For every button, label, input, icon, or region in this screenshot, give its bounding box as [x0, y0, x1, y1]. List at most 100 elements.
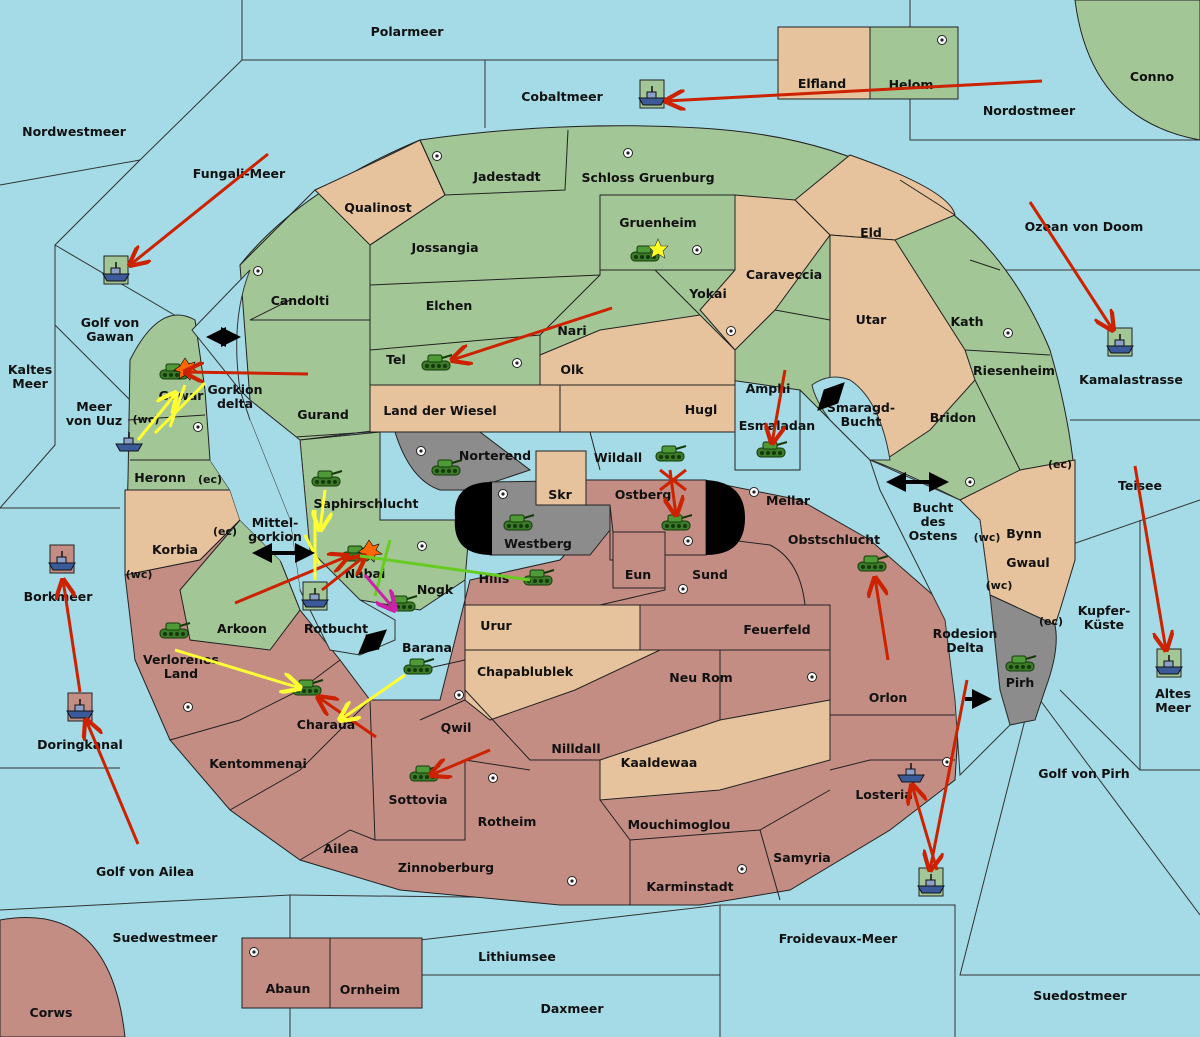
land-hugl[interactable]: [559, 384, 736, 433]
label-nordostmeer: Nordostmeer: [983, 103, 1076, 118]
label-borkmeer: Borkmeer: [24, 589, 94, 604]
label-kamalastrasse: Kamalastrasse: [1079, 372, 1183, 387]
land-labels: Elfland Helom Jadestadt Schloss Gruenbur…: [134, 76, 1055, 997]
land-caraveccia[interactable]: [699, 194, 831, 351]
label-feuerfeld: Feuerfeld: [743, 622, 810, 637]
label-karminstadt: Karminstadt: [646, 879, 733, 894]
label-obstschlucht: Obstschlucht: [788, 532, 880, 547]
coast-tag-bynn-wc: (wc): [974, 531, 1001, 544]
label-kaltes-2: Meer: [12, 376, 48, 391]
label-gurand: Gurand: [297, 407, 349, 422]
label-sottovia: Sottovia: [389, 792, 448, 807]
label-jadestadt: Jadestadt: [472, 169, 540, 184]
land-norterend[interactable]: [394, 431, 532, 491]
label-eld: Eld: [860, 225, 882, 240]
label-ornheim: Ornheim: [340, 982, 400, 997]
label-ailea: Ailea: [323, 841, 358, 856]
label-amphi: Amphi: [746, 381, 791, 396]
label-arkoon: Arkoon: [217, 621, 267, 636]
label-qwil: Qwil: [441, 720, 472, 735]
star-icon: [647, 238, 669, 259]
label-lithiumsee: Lithiumsee: [478, 949, 556, 964]
label-neu-rom: Neu Rom: [669, 670, 732, 685]
label-korbia: Korbia: [152, 542, 198, 557]
black-right-cap: [706, 480, 745, 555]
land-conno[interactable]: [1074, 0, 1200, 141]
label-rotheim: Rotheim: [478, 814, 537, 829]
label-wildall: Wildall: [594, 450, 642, 465]
label-mouchimoglou: Mouchimoglou: [628, 817, 731, 832]
label-polarmeer: Polarmeer: [371, 24, 445, 39]
label-cobaltmeer: Cobaltmeer: [521, 89, 603, 104]
label-eun: Eun: [625, 567, 651, 582]
label-rotbucht: Rotbucht: [304, 621, 368, 636]
label-norterend: Norterend: [459, 448, 531, 463]
label-sund: Sund: [692, 567, 728, 582]
land-elfland[interactable]: [777, 26, 871, 100]
label-jossangia: Jossangia: [410, 240, 478, 255]
land-eun[interactable]: [612, 531, 666, 589]
label-hugl: Hugl: [685, 402, 718, 417]
land-corws[interactable]: [0, 916, 126, 1037]
label-riesenheim: Riesenheim: [973, 363, 1055, 378]
failed-order-x: [659, 468, 687, 492]
label-nogk: Nogk: [417, 582, 454, 597]
label-heronn: Heronn: [134, 470, 186, 485]
land-chapablublek[interactable]: [464, 649, 661, 721]
label-daxmeer: Daxmeer: [540, 1001, 604, 1016]
label-suedwestmeer: Suedwestmeer: [113, 930, 219, 945]
label-bynn: Bynn: [1006, 526, 1041, 541]
label-elfland: Elfland: [798, 76, 846, 91]
label-ozean-doom: Ozean von Doom: [1025, 219, 1144, 234]
label-verlorenes-1: Verlorenes: [143, 652, 219, 667]
label-meer-uuz-2: von Uuz: [66, 413, 122, 428]
label-westberg: Westberg: [504, 536, 572, 551]
label-charaua: Charaua: [297, 717, 355, 732]
coast-tag-korbia-ec: (ec): [213, 525, 237, 538]
coast-tags: (wc) (ec) (ec) (wc) (ec) (wc) (wc) (ec): [126, 413, 1072, 628]
land-skr[interactable]: [535, 450, 587, 506]
coast-tag-bynn-ec: (ec): [1048, 458, 1072, 471]
label-olk: Olk: [560, 362, 584, 377]
label-kupfer-1: Kupfer-: [1078, 603, 1131, 618]
label-urur: Urur: [480, 618, 512, 633]
label-mellar: Mellar: [766, 493, 811, 508]
label-zinnoberburg: Zinnoberburg: [398, 860, 494, 875]
adjacency-arrows: [206, 327, 992, 709]
label-bucht-1: Bucht: [913, 500, 954, 515]
label-meer-uuz-1: Meer: [76, 399, 112, 414]
sea-labels: Polarmeer Cobaltmeer Nordostmeer Conno N…: [8, 24, 1192, 1020]
land-ornheim[interactable]: [329, 937, 423, 1009]
label-fungali: Fungali-Meer: [193, 166, 286, 181]
label-nilldall: Nilldall: [551, 741, 600, 756]
sea-gorkion[interactable]: [191, 269, 396, 656]
label-bucht-2: des: [921, 514, 946, 529]
label-chapablublek: Chapablublek: [477, 664, 574, 679]
label-smaragd-2: Bucht: [841, 414, 882, 429]
label-barana: Barana: [402, 640, 452, 655]
label-bridon: Bridon: [930, 410, 976, 425]
label-golf-gawan-1: Golf von: [81, 315, 140, 330]
label-caraveccia: Caraveccia: [746, 267, 822, 282]
label-utar: Utar: [856, 312, 888, 327]
label-orlon: Orlon: [869, 690, 908, 705]
label-golf-gawan-2: Gawan: [86, 329, 134, 344]
label-teisee: Teisee: [1118, 478, 1162, 493]
label-rodesion-1: Rodesion: [933, 626, 998, 641]
label-rodesion-2: Delta: [946, 640, 984, 655]
label-skr: Skr: [548, 487, 572, 502]
label-saphirschlucht: Saphirschlucht: [314, 496, 419, 511]
label-candolti: Candolti: [271, 293, 330, 308]
label-smaragd-1: Smaragd-: [827, 400, 895, 415]
label-qualinost: Qualinost: [344, 200, 411, 215]
label-kentommenai: Kentommenai: [209, 756, 307, 771]
label-conno: Conno: [1130, 69, 1175, 84]
label-gorkion-delta-2: delta: [217, 396, 253, 411]
label-gruenheim: Gruenheim: [619, 215, 696, 230]
label-gwaul: Gwaul: [1006, 555, 1049, 570]
orders-magenta: [363, 574, 395, 610]
orders-green: [359, 539, 531, 597]
label-gorkion-delta-1: Gorkion: [207, 382, 262, 397]
coast-tag-korbia-wc: (wc): [126, 568, 153, 581]
